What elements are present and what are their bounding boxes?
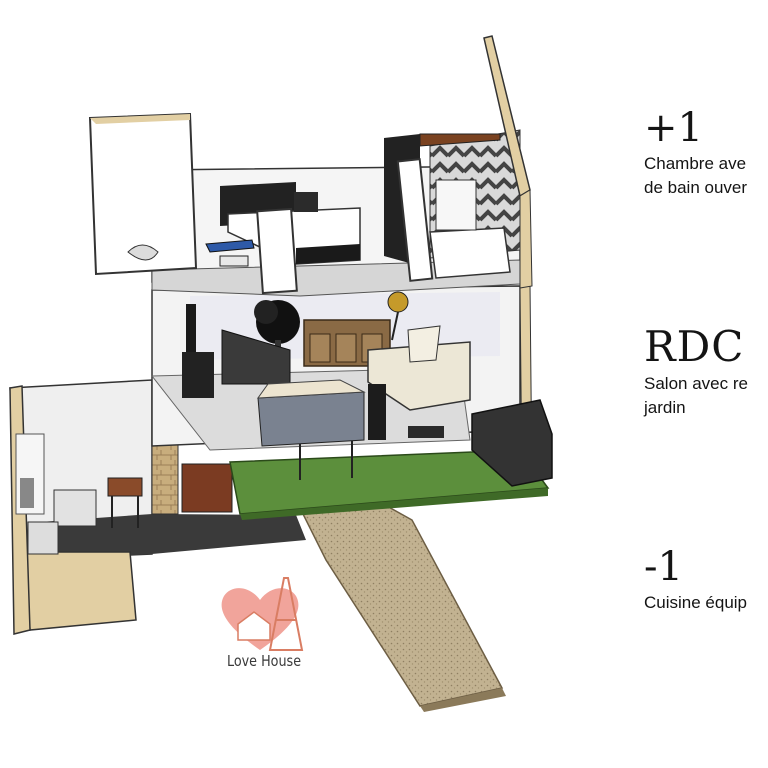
level-number: +1 bbox=[644, 105, 703, 151]
first-floor-level bbox=[88, 35, 533, 297]
ground-floor-level bbox=[150, 283, 553, 520]
level-description: Cuisine équip bbox=[644, 593, 748, 612]
garden-path bbox=[294, 499, 506, 712]
level-description: Chambre ave de bain ouver bbox=[644, 154, 748, 197]
level-number: -1 bbox=[644, 544, 683, 590]
level-ground-floor: RDC Salon avec re jardin bbox=[644, 326, 748, 420]
level-number: RDC bbox=[644, 322, 745, 371]
basement-level bbox=[9, 379, 306, 635]
level-basement: -1 Cuisine équip bbox=[644, 547, 747, 615]
logo-text: Love House bbox=[226, 652, 302, 670]
heart-house-eiffel-tower-logo bbox=[221, 577, 304, 651]
level-first-floor: +1 Chambre ave de bain ouver bbox=[644, 108, 747, 200]
level-description: Salon avec re jardin bbox=[644, 374, 748, 417]
